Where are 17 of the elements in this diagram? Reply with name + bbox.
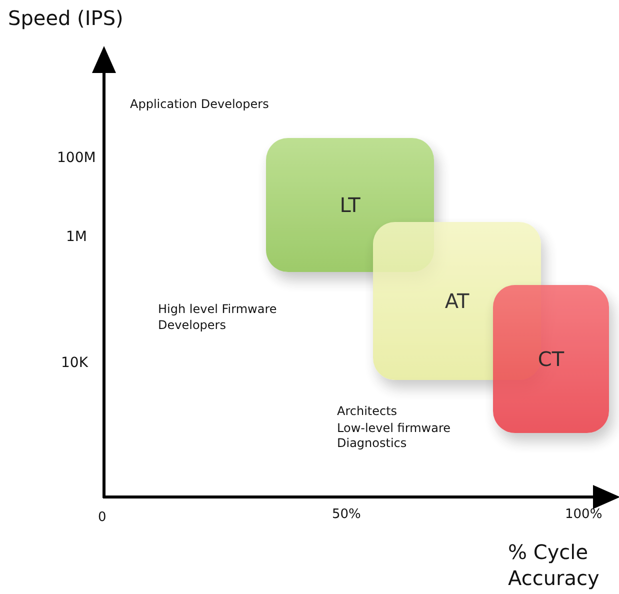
region-label: CT bbox=[538, 347, 564, 371]
tick-label: 100M bbox=[57, 150, 96, 166]
group-label: Diagnostics bbox=[337, 436, 407, 450]
tick-label: 10K bbox=[61, 355, 88, 371]
region-label: AT bbox=[444, 289, 470, 313]
tick-label: 50% bbox=[332, 507, 361, 522]
tick-label: 100% bbox=[565, 507, 602, 522]
group-label: High level Firmware Developers bbox=[158, 302, 278, 334]
group-label: Low-level firmware bbox=[337, 421, 451, 435]
axis-title: % Cycle Accuracy bbox=[508, 539, 600, 591]
group-label: Architects bbox=[337, 404, 398, 418]
region-box bbox=[493, 285, 609, 433]
tick-label: 1M bbox=[66, 229, 87, 245]
group-label: Application Developers bbox=[130, 97, 269, 111]
axis-title: Speed (IPS) bbox=[8, 6, 124, 30]
region-label: LT bbox=[340, 193, 360, 217]
tick-label: 0 bbox=[98, 510, 106, 525]
